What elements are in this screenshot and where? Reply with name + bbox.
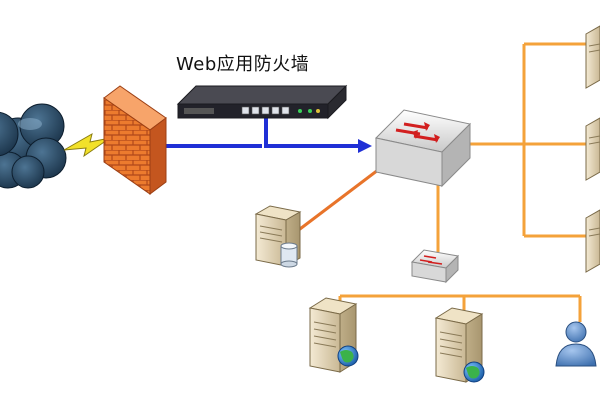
switch-icon: [410, 249, 460, 284]
brick-firewall-icon: [103, 85, 167, 195]
link-switch-db: [295, 168, 379, 234]
web-server-icon: [308, 297, 359, 373]
wan-links: [166, 118, 372, 153]
globe-icon: [337, 345, 359, 367]
lan-links: [338, 42, 600, 322]
database-server-icon: [254, 205, 302, 268]
lightning-icon: [63, 132, 111, 158]
rack-appliance-icon: [176, 84, 348, 120]
globe-icon: [463, 361, 485, 383]
server-icon: [585, 117, 600, 181]
server-icon: [585, 25, 600, 89]
link-waf-switch: [264, 118, 360, 148]
cloud-icon: [0, 103, 67, 189]
database-cylinder-icon: [280, 242, 298, 268]
switch-icon: [374, 109, 472, 188]
arrow-head-icon: [358, 139, 372, 153]
user-icon: [555, 321, 597, 367]
server-icon: [585, 209, 600, 273]
web-server-icon: [434, 307, 485, 383]
waf-label: Web应用防火墙: [176, 54, 310, 75]
